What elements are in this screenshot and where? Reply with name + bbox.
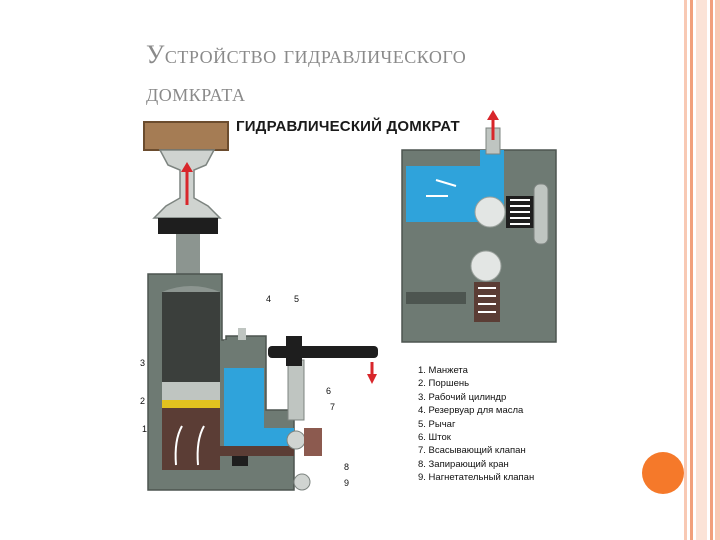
callout-1: 1 (142, 424, 148, 434)
legend: 1. Манжета 2. Поршень 3. Рабочий цилиндр… (418, 364, 534, 485)
slide-title: Устройство гидравлического домкрата (146, 36, 666, 112)
slide-title-line1: Устройство гидравлического (146, 40, 467, 69)
legend-item: 7. Всасывающий клапан (418, 445, 526, 457)
decorative-orange-dot (642, 452, 684, 494)
callout-4: 4 (266, 294, 272, 304)
hydraulic-jack-diagram: ГИДРАВЛИЧЕСКИЙ ДОМКРАТ 3 2 1 4 5 6 7 8 9… (136, 110, 566, 510)
callout-8: 8 (344, 462, 350, 472)
legend-item: 5. Рычаг (418, 418, 456, 430)
jack-illustration (143, 110, 557, 491)
callout-6: 6 (326, 386, 332, 396)
callout-3: 3 (140, 358, 146, 368)
legend-item: 1. Манжета (418, 365, 468, 376)
slide-title-line2: домкрата (146, 78, 246, 107)
decorative-right-border (684, 0, 720, 540)
legend-item: 6. Шток (418, 432, 451, 444)
legend-item: 3. Рабочий цилиндр (418, 391, 507, 403)
callout-9: 9 (344, 478, 350, 488)
callout-7: 7 (330, 402, 336, 412)
legend-item: 9. Нагнетательный клапан (418, 472, 535, 484)
callout-5: 5 (294, 294, 300, 304)
legend-item: 8. Запирающий кран (418, 458, 509, 470)
callout-2: 2 (140, 396, 146, 406)
diagram-title: ГИДРАВЛИЧЕСКИЙ ДОМКРАТ (236, 118, 460, 135)
legend-item: 2. Поршень (418, 378, 470, 390)
legend-item: 4. Резервуар для масла (418, 405, 524, 417)
